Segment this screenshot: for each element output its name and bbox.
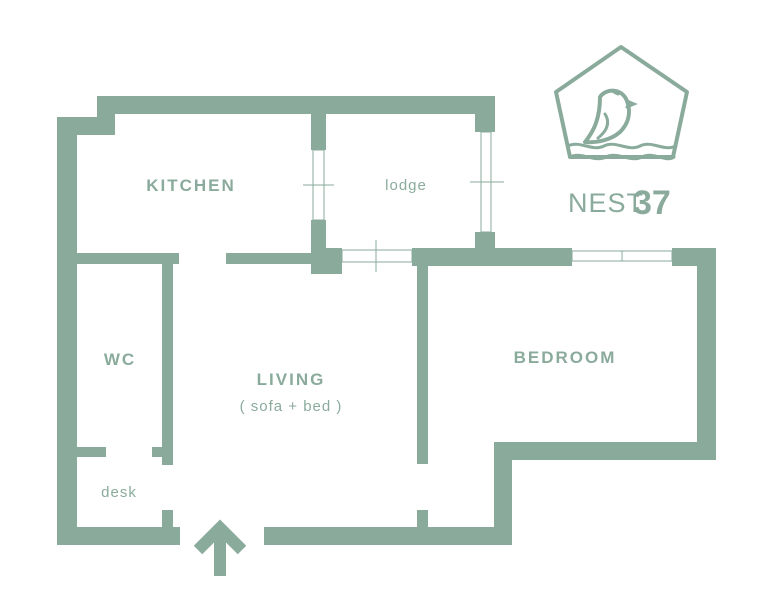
wall-left xyxy=(57,117,77,545)
wall-top-right-post xyxy=(475,96,495,132)
wall-top xyxy=(97,96,495,114)
wave-2 xyxy=(568,153,676,161)
bird-house-icon xyxy=(554,45,689,161)
room-label-living: LIVING xyxy=(257,370,326,389)
bird-eye xyxy=(612,90,620,96)
wall-kitchen-bottom-right xyxy=(226,253,316,264)
wall-kitchen-lodge-top xyxy=(311,114,326,150)
room-labels: KITCHEN lodge WC LIVING ( sofa + bed ) B… xyxy=(101,176,617,501)
arrow-head xyxy=(193,519,247,555)
wall-lodge-corner xyxy=(311,248,342,274)
wall-living-stub xyxy=(417,510,428,527)
wall-top-step xyxy=(97,96,115,135)
wall-right-corner xyxy=(672,248,716,266)
windows xyxy=(303,131,673,272)
house-outline xyxy=(554,45,689,159)
walls xyxy=(57,96,716,545)
wall-desk-stub xyxy=(162,510,173,527)
room-label-kitchen: KITCHEN xyxy=(146,176,236,195)
room-label-living-sub: ( sofa + bed ) xyxy=(240,398,343,415)
bird-beak xyxy=(625,99,638,109)
arrow-up-icon xyxy=(193,519,247,576)
room-label-wc: WC xyxy=(104,350,136,369)
logo-name: NEST xyxy=(568,188,644,218)
wall-bedroom-step xyxy=(494,442,512,545)
wall-wc-bottom-right xyxy=(152,447,173,457)
wall-kitchen-bottom-left xyxy=(77,253,179,264)
room-label-lodge: lodge xyxy=(385,177,427,194)
wall-wc-right xyxy=(162,264,173,465)
room-label-bedroom: BEDROOM xyxy=(514,348,617,367)
bird-wing xyxy=(596,112,610,140)
wall-living-bedroom xyxy=(417,264,428,464)
wall-bedroom-bottom xyxy=(494,442,716,460)
wave-1 xyxy=(566,142,678,150)
arrow-shaft xyxy=(214,530,226,576)
bird-body xyxy=(583,88,631,145)
window-lodge-living xyxy=(341,249,413,263)
room-label-desk: desk xyxy=(101,484,137,501)
wall-bottom-right xyxy=(264,527,512,545)
wall-wc-bottom-left xyxy=(77,447,106,457)
logo: NEST 37 xyxy=(554,45,689,222)
wall-bottom-left xyxy=(57,527,180,545)
wall-right xyxy=(697,248,716,460)
logo-number: 37 xyxy=(633,184,671,222)
wall-lodge-right-post xyxy=(475,232,495,266)
